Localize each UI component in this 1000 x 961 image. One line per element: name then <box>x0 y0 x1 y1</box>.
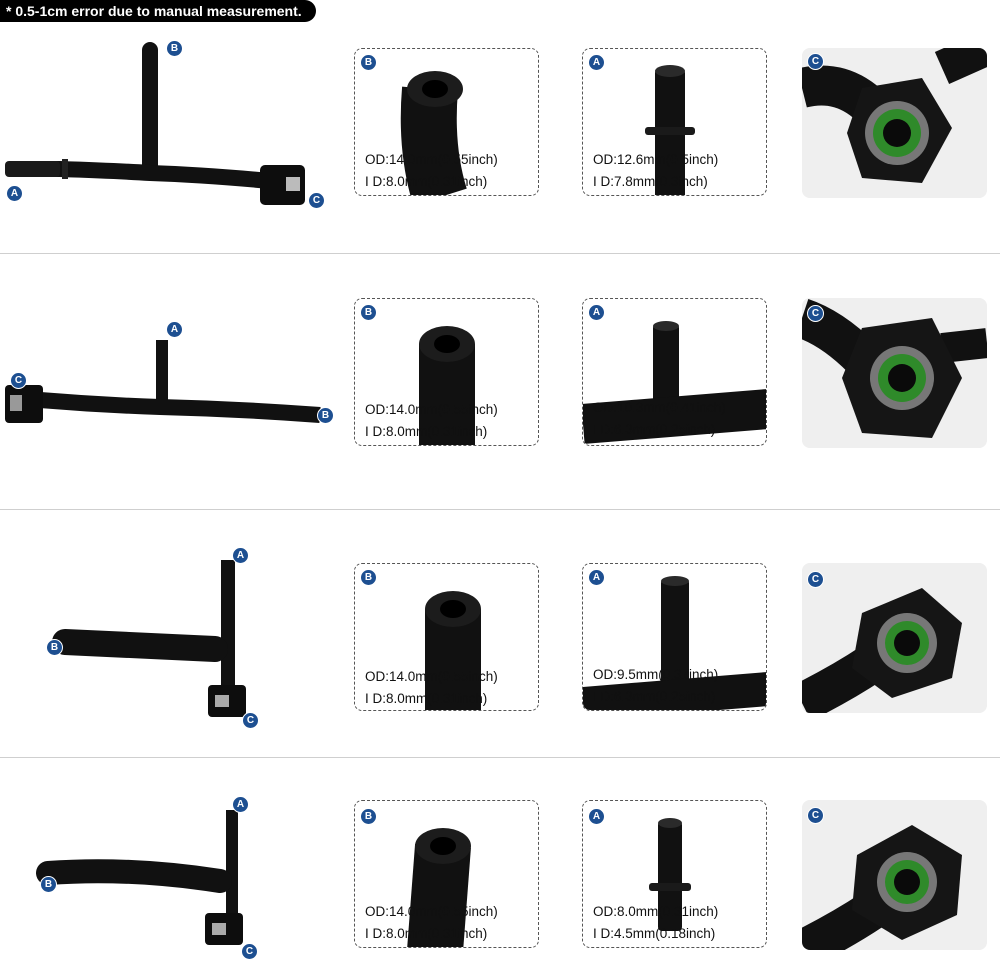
hose-assembly-image: A C B <box>0 315 340 445</box>
label-a-badge: A <box>232 547 249 564</box>
end-a-id: I D:4.5mm(0.18inch) <box>593 926 716 941</box>
row-divider <box>0 253 1000 254</box>
end-a-id: I D:6.3mm(0.25inch) <box>593 422 716 437</box>
end-b-tube-drawing <box>407 828 471 947</box>
end-a-detail: A OD:12.6mm(0.5inch) I D:7.8mm(0.3inch) <box>582 48 767 196</box>
hose-assembly-image: A B C <box>0 545 340 735</box>
end-a-od: OD:9.5mm(0.37inch) <box>593 667 719 682</box>
end-a-detail: A OD:9.5mm(0.37inch) I D:6.3mm(0.25inch) <box>582 563 767 711</box>
end-b-id: I D:8.0mm(0.31inch) <box>365 424 488 439</box>
hose-assembly-drawing <box>5 42 305 205</box>
label-b-badge: B <box>166 40 183 57</box>
label-b-badge: B <box>46 639 63 656</box>
label-a-badge: A <box>6 185 23 202</box>
hose-assembly-image: B A C <box>0 35 340 220</box>
end-a-od: OD:12.6mm(0.5inch) <box>593 152 719 167</box>
end-b-detail: B OD:14.0mm(0.55inch) I D:8.0mm(0.31inch… <box>354 800 539 948</box>
label-b-badge: B <box>317 407 334 424</box>
end-a-measurements: OD:9.5mm(0.37inch) I D:6.3mm(0.25inch) <box>593 664 718 708</box>
end-b-tube-drawing <box>425 591 481 710</box>
end-c-connector-photo: C <box>802 48 987 198</box>
row-divider <box>0 757 1000 758</box>
label-b-badge: B <box>360 304 377 321</box>
end-a-id: I D:6.3mm(0.25inch) <box>593 689 716 704</box>
label-c-badge: C <box>807 571 824 588</box>
label-c-badge: C <box>807 807 824 824</box>
label-a-badge: A <box>588 808 605 825</box>
label-a-badge: A <box>166 321 183 338</box>
hose-assembly-drawing <box>36 810 243 945</box>
end-a-fitting-drawing <box>583 321 766 444</box>
label-c-badge: C <box>10 372 27 389</box>
end-a-od: OD:10.3mm(0.41inch) <box>593 400 726 415</box>
end-a-measurements: OD:10.3mm(0.41inch) I D:6.3mm(0.25inch) <box>593 397 726 441</box>
end-b-od: OD:14.0mm(0.55inch) <box>365 669 498 684</box>
end-b-detail: B OD:14.0mm(0.55inch) I D:8.0mm(0.31inch… <box>354 298 539 446</box>
end-c-connector-photo: C <box>802 800 987 950</box>
end-c-connector-photo: C <box>802 563 987 713</box>
end-a-detail: A OD:10.3mm(0.41inch) I D:6.3mm(0.25inch… <box>582 298 767 446</box>
end-b-measurements: OD:14.0mm(0.55inch) I D:8.0mm(0.31inch) <box>365 666 498 710</box>
end-b-id: I D:8.0mm(0.31inch) <box>365 691 488 706</box>
end-a-fitting-drawing <box>583 576 766 710</box>
label-c-badge: C <box>807 53 824 70</box>
label-c-badge: C <box>308 192 325 209</box>
label-b-badge: B <box>360 569 377 586</box>
end-a-measurements: OD:8.0mm(0.31inch) I D:4.5mm(0.18inch) <box>593 901 718 945</box>
end-b-detail: B OD:14.0mm(0.55inch) I D:8.0mm(0.31inch… <box>354 48 539 196</box>
end-b-measurements: OD:14.0mm(0.55inch) I D:8.0mm(0.31inch) <box>365 901 498 945</box>
end-a-id: I D:7.8mm(0.3inch) <box>593 174 708 189</box>
end-b-od: OD:14.0mm(0.55inch) <box>365 904 498 919</box>
measurement-note: * 0.5-1cm error due to manual measuremen… <box>0 0 316 22</box>
label-b-badge: B <box>360 808 377 825</box>
end-b-od: OD:14.0mm(0.55inch) <box>365 402 498 417</box>
end-c-connector-drawing <box>802 48 987 198</box>
end-b-tube-drawing <box>400 71 467 195</box>
label-b-badge: B <box>40 876 57 893</box>
end-b-id: I D:8.0mm(0.31inch) <box>365 174 488 189</box>
label-c-badge: C <box>807 305 824 322</box>
end-b-od: OD:14.0mm(0.55inch) <box>365 152 498 167</box>
end-c-connector-photo: C <box>802 298 987 448</box>
hose-assembly-drawing <box>52 560 246 717</box>
hose-assembly-drawing <box>5 340 321 423</box>
end-a-fitting-drawing <box>649 818 691 931</box>
end-b-detail: B OD:14.0mm(0.55inch) I D:8.0mm(0.31inch… <box>354 563 539 711</box>
row-divider <box>0 509 1000 510</box>
label-a-badge: A <box>588 304 605 321</box>
label-c-badge: C <box>242 712 259 729</box>
end-a-od: OD:8.0mm(0.31inch) <box>593 904 719 919</box>
label-b-badge: B <box>360 54 377 71</box>
end-b-measurements: OD:14.0mm(0.55inch) I D:8.0mm(0.31inch) <box>365 399 498 443</box>
end-b-id: I D:8.0mm(0.31inch) <box>365 926 488 941</box>
end-a-detail: A OD:8.0mm(0.31inch) I D:4.5mm(0.18inch) <box>582 800 767 948</box>
label-c-badge: C <box>241 943 258 960</box>
end-c-connector-drawing <box>802 800 987 950</box>
label-a-badge: A <box>588 54 605 71</box>
end-b-tube-drawing <box>419 326 475 445</box>
label-a-badge: A <box>588 569 605 586</box>
end-a-measurements: OD:12.6mm(0.5inch) I D:7.8mm(0.3inch) <box>593 149 718 193</box>
end-c-connector-drawing <box>802 298 987 448</box>
end-b-measurements: OD:14.0mm(0.55inch) I D:8.0mm(0.31inch) <box>365 149 498 193</box>
label-a-badge: A <box>232 796 249 813</box>
hose-assembly-image: A B C <box>0 795 340 960</box>
end-a-fitting-drawing <box>645 65 695 195</box>
end-c-connector-drawing <box>802 563 987 713</box>
